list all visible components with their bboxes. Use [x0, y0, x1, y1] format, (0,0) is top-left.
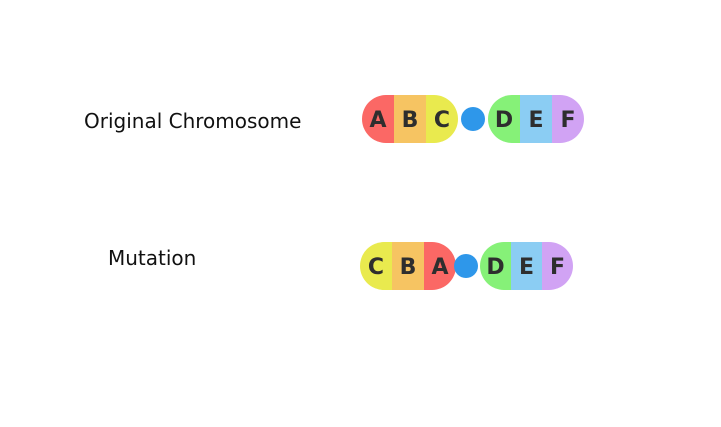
- gene-segment-b: [394, 95, 427, 143]
- gene-label-d: D: [495, 108, 513, 133]
- gene-label-c: C: [434, 108, 450, 133]
- gene-segment-b: [392, 242, 425, 290]
- gene-label-a: A: [431, 255, 448, 280]
- gene-label-f: F: [550, 255, 565, 280]
- gene-label-b: B: [402, 108, 419, 133]
- centromere: [461, 107, 485, 131]
- gene-segment-e: [520, 95, 553, 143]
- centromere: [454, 254, 478, 278]
- original-chromosome-label: Original Chromosome: [84, 109, 302, 133]
- gene-label-f: F: [560, 108, 575, 133]
- gene-label-a: A: [369, 108, 386, 133]
- gene-label-c: C: [368, 255, 384, 280]
- gene-segment-e: [511, 242, 543, 290]
- gene-label-d: D: [486, 255, 504, 280]
- gene-label-e: E: [528, 108, 543, 133]
- mutation-label: Mutation: [108, 246, 197, 270]
- gene-label-e: E: [519, 255, 534, 280]
- gene-label-b: B: [400, 255, 417, 280]
